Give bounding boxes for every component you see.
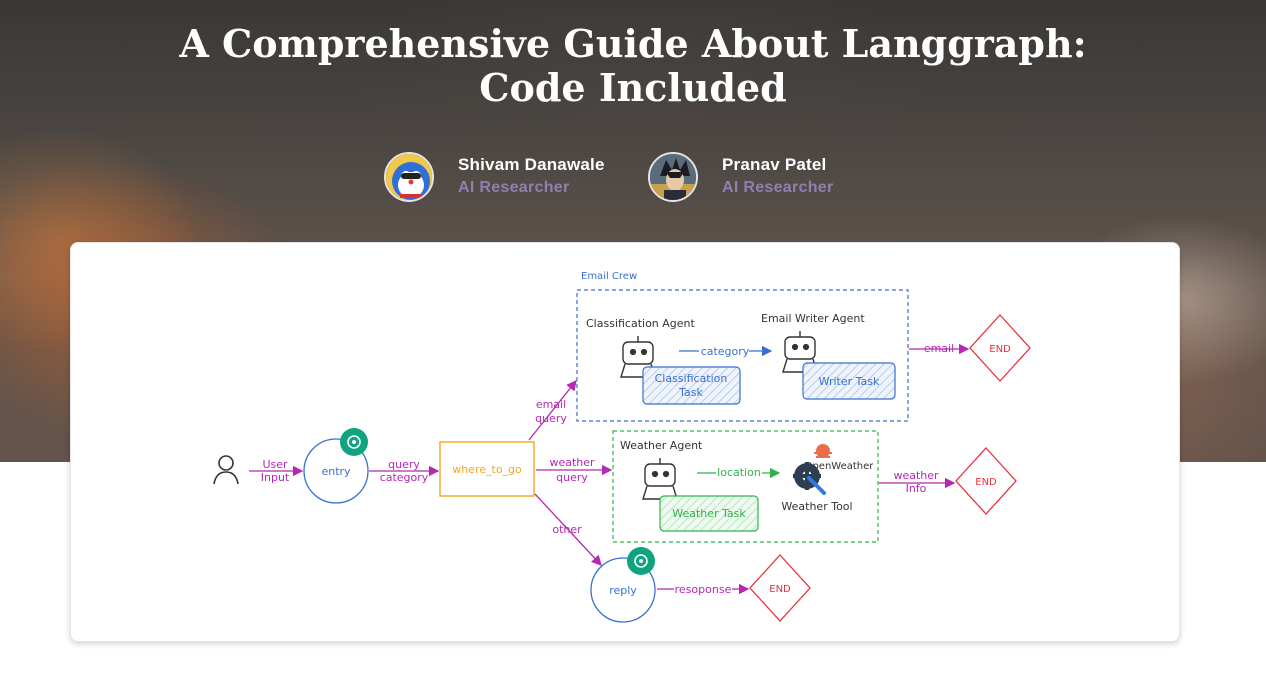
email-crew-label: Email Crew xyxy=(581,271,637,282)
arrow-router-email xyxy=(528,379,577,441)
openai-icon xyxy=(627,547,655,575)
query-category-label-2: category xyxy=(380,471,429,484)
classification-agent-label: Classification Agent xyxy=(586,317,696,330)
response-label: resoponse xyxy=(675,583,732,596)
openweather-label: OpenWeather xyxy=(805,461,875,472)
writer-task-label: Writer Task xyxy=(819,375,880,388)
classification-task-label-1: Classification xyxy=(655,372,728,385)
end-label: END xyxy=(769,584,791,595)
location-label: location xyxy=(717,466,761,479)
avatar xyxy=(384,152,434,202)
langgraph-diagram: User Input entry query category where_to… xyxy=(213,271,1031,623)
arrow-router-reply xyxy=(534,493,602,566)
gear-wrench-icon xyxy=(793,462,826,495)
end-node xyxy=(749,554,811,622)
author-card[interactable]: Pranav Patel AI Researcher xyxy=(648,152,878,204)
openai-icon xyxy=(340,428,368,456)
where-to-go-node xyxy=(439,441,535,497)
user-icon xyxy=(213,455,239,485)
weather-task-label: Weather Task xyxy=(672,507,746,520)
end-label: END xyxy=(989,344,1011,355)
end-node xyxy=(969,314,1031,382)
author-card[interactable]: Shivam Danawale AI Researcher xyxy=(384,152,624,204)
email-label: email xyxy=(924,342,954,355)
where-to-go-label: where_to_go xyxy=(452,463,522,476)
end-label: END xyxy=(975,477,997,488)
entry-node xyxy=(303,438,369,504)
diagram-card: User Input entry query category where_to… xyxy=(70,242,1180,642)
weather-agent-label: Weather Agent xyxy=(620,439,703,452)
author-role: AI Researcher xyxy=(722,179,834,196)
robot-icon xyxy=(620,336,656,378)
author-role: AI Researcher xyxy=(458,179,570,196)
writer-task xyxy=(802,362,896,400)
weather-box xyxy=(612,430,879,543)
author-name: Shivam Danawale xyxy=(458,155,605,174)
weather-tool-label: Weather Tool xyxy=(781,500,852,513)
category-label: category xyxy=(701,345,750,358)
author-name: Pranav Patel xyxy=(722,155,827,174)
end-node xyxy=(955,447,1017,515)
user-input-label-1: User xyxy=(262,458,288,471)
weather-query-label-1: weather xyxy=(549,456,595,469)
email-query-label-1: email xyxy=(536,398,566,411)
query-category-label-1: query xyxy=(388,458,420,471)
reply-label: reply xyxy=(609,584,637,597)
email-query-label-2: query xyxy=(535,412,567,425)
article-title: A Comprehensive Guide About Langgraph: C… xyxy=(179,21,1087,110)
entry-label: entry xyxy=(321,465,351,478)
openweather-icon xyxy=(814,444,832,458)
email-writer-agent-label: Email Writer Agent xyxy=(761,312,865,325)
weather-query-label-2: query xyxy=(556,471,588,484)
classification-task-label-2: Task xyxy=(678,386,703,399)
avatar xyxy=(648,152,698,202)
user-input-label-2: Input xyxy=(261,471,290,484)
reply-node xyxy=(590,557,656,623)
weather-info-label-1: weather xyxy=(893,469,939,482)
other-label: other xyxy=(552,523,582,536)
classification-task xyxy=(642,366,741,405)
weather-task xyxy=(659,495,759,532)
robot-icon xyxy=(642,458,678,500)
weather-info-label-2: Info xyxy=(906,482,927,495)
